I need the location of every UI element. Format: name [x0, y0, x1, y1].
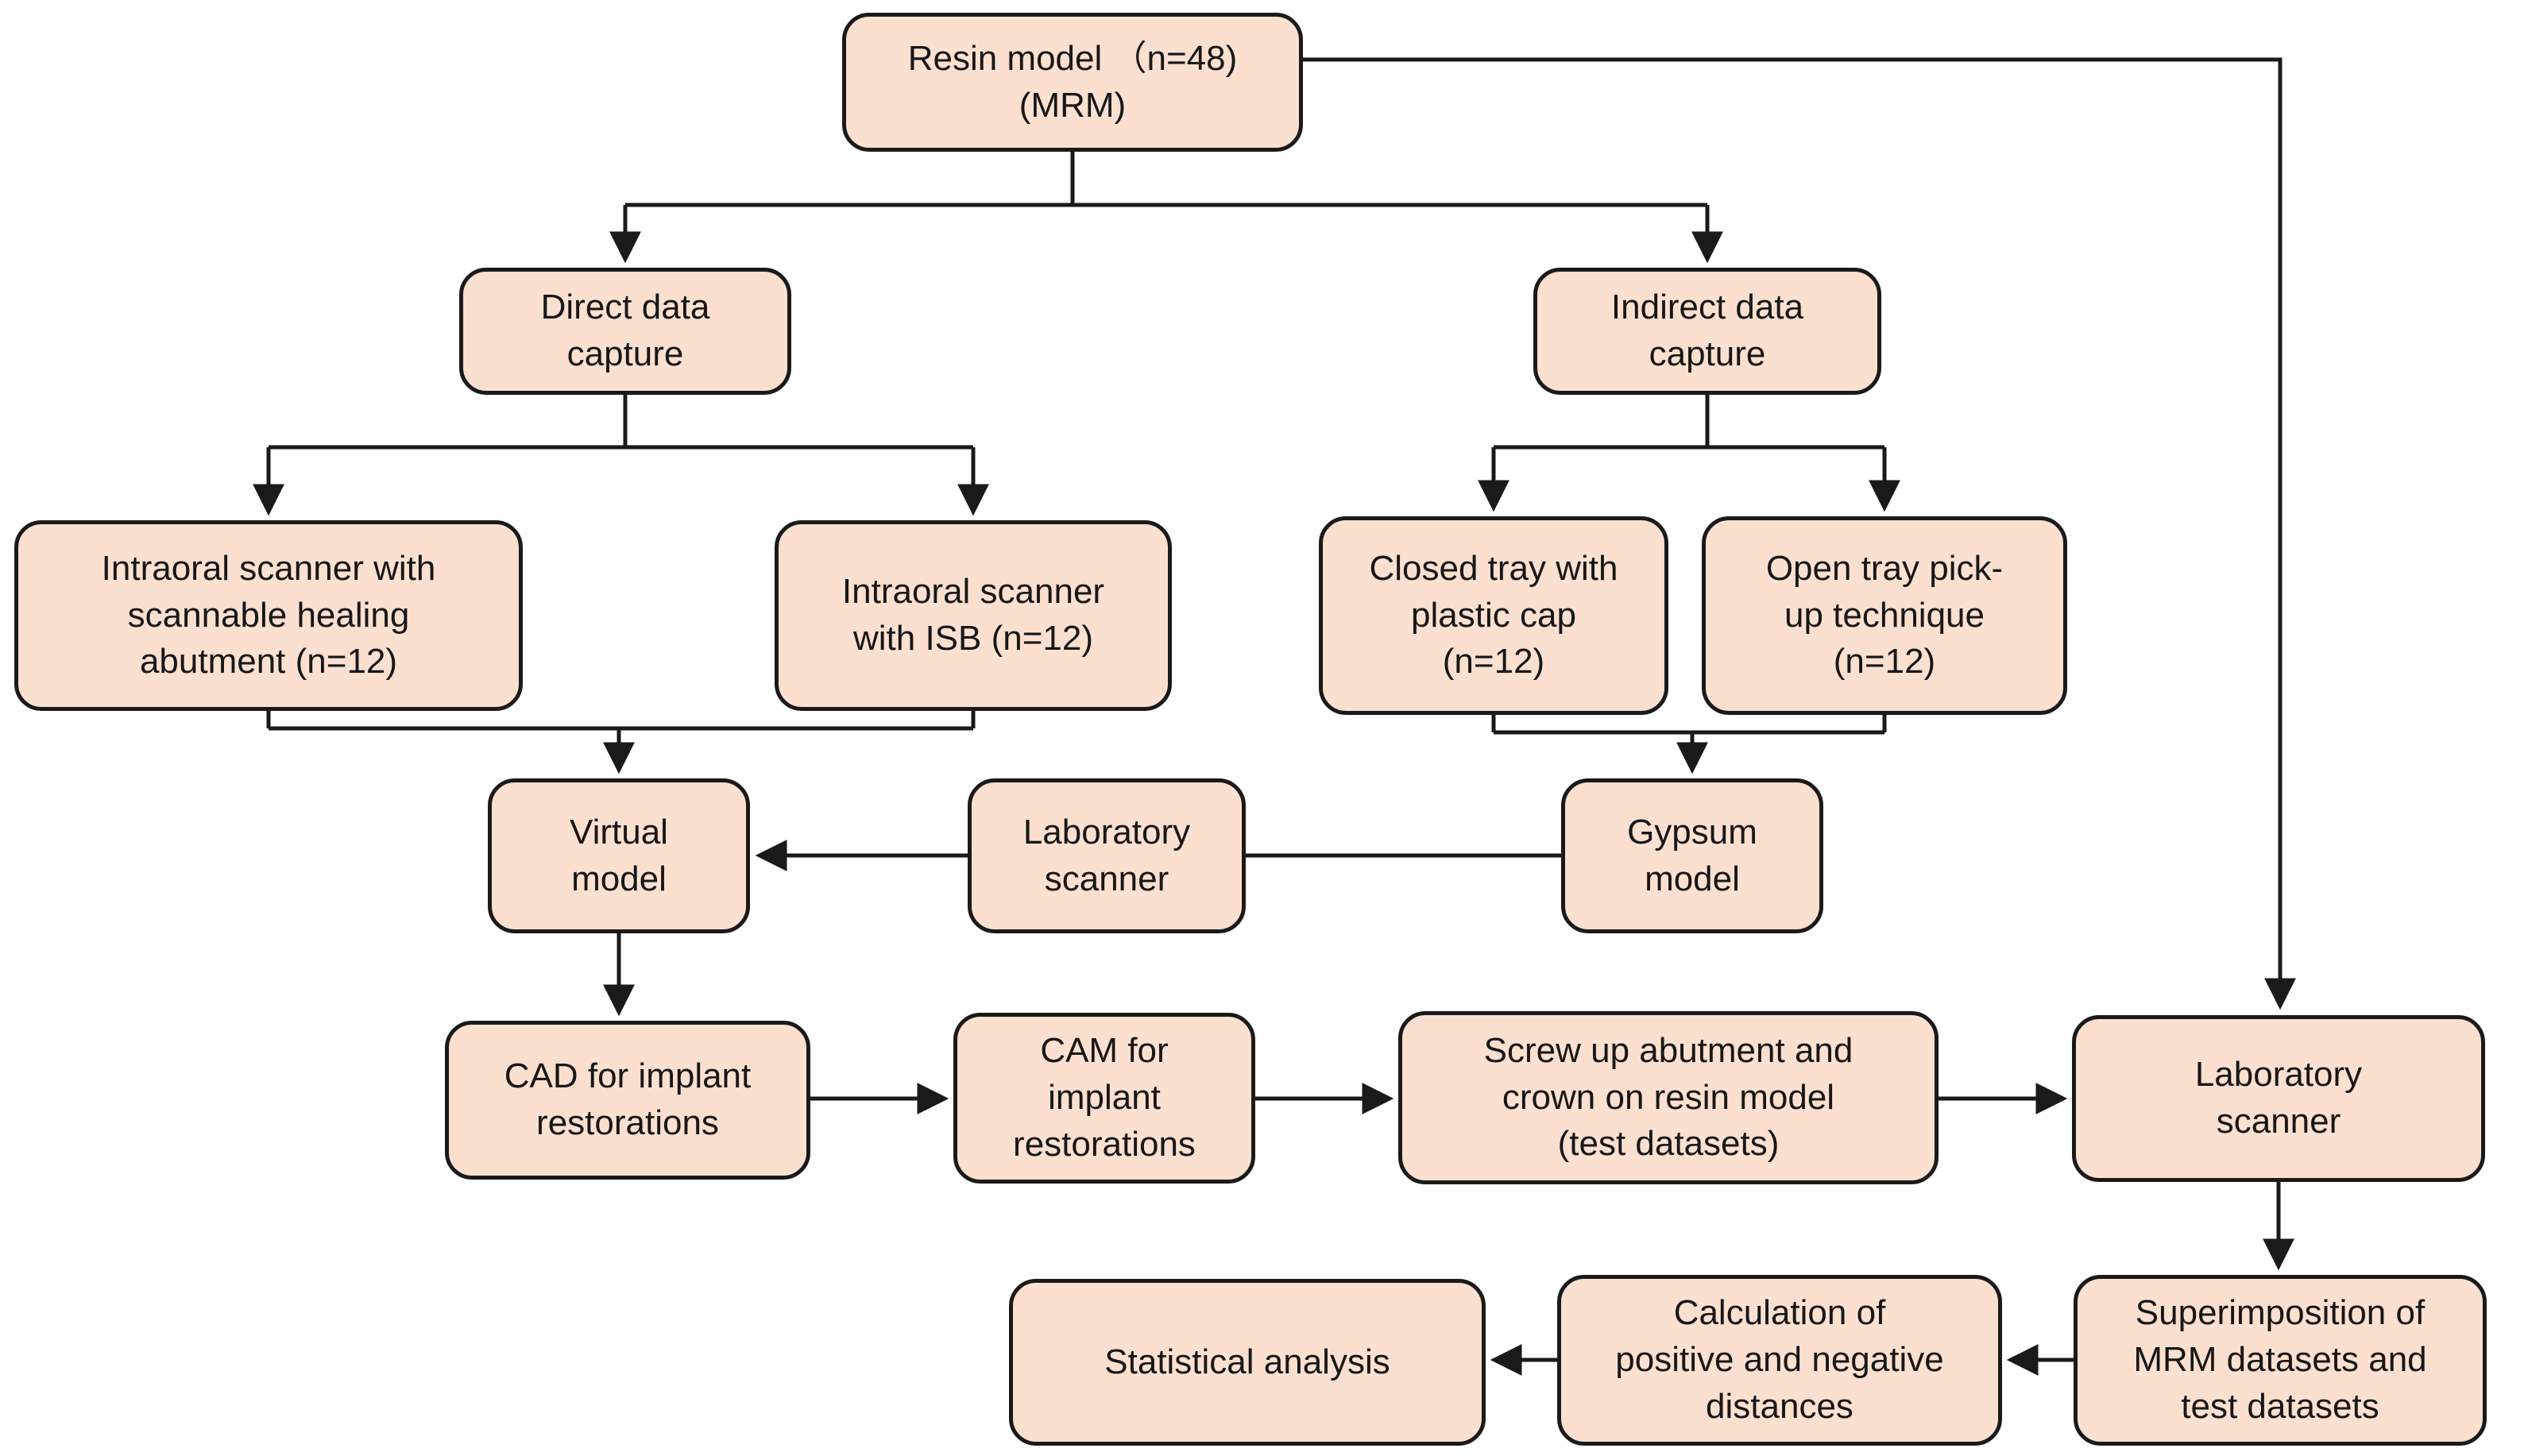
node-open-tray-pickup[interactable]: Open tray pick- up technique (n=12) [1702, 516, 2067, 715]
node-virtual-model[interactable]: Virtual model [488, 778, 750, 933]
node-statistical-analysis[interactable]: Statistical analysis [1009, 1279, 1486, 1446]
node-cam-implant-restorations[interactable]: CAM for implant restorations [953, 1013, 1255, 1184]
node-superimposition-datasets[interactable]: Superimposition of MRM datasets and test… [2074, 1275, 2487, 1446]
node-screw-up-abutment-crown[interactable]: Screw up abutment and crown on resin mod… [1398, 1011, 1939, 1184]
node-intraoral-scanner-isb[interactable]: Intraoral scanner with ISB (n=12) [775, 520, 1172, 711]
node-resin-model[interactable]: Resin model （n=48) (MRM) [842, 13, 1303, 152]
node-direct-data-capture[interactable]: Direct data capture [459, 268, 791, 395]
node-intraoral-scanner-healing-abutment[interactable]: Intraoral scanner with scannable healing… [14, 520, 523, 711]
node-calculation-distances[interactable]: Calculation of positive and negative dis… [1557, 1275, 2002, 1446]
node-cad-implant-restorations[interactable]: CAD for implant restorations [445, 1021, 810, 1180]
node-gypsum-model[interactable]: Gypsum model [1561, 778, 1823, 933]
node-laboratory-scanner-mid[interactable]: Laboratory scanner [968, 778, 1246, 933]
node-laboratory-scanner-right[interactable]: Laboratory scanner [2072, 1015, 2485, 1182]
node-closed-tray-plastic-cap[interactable]: Closed tray with plastic cap (n=12) [1319, 516, 1668, 715]
node-indirect-data-capture[interactable]: Indirect data capture [1533, 268, 1881, 395]
